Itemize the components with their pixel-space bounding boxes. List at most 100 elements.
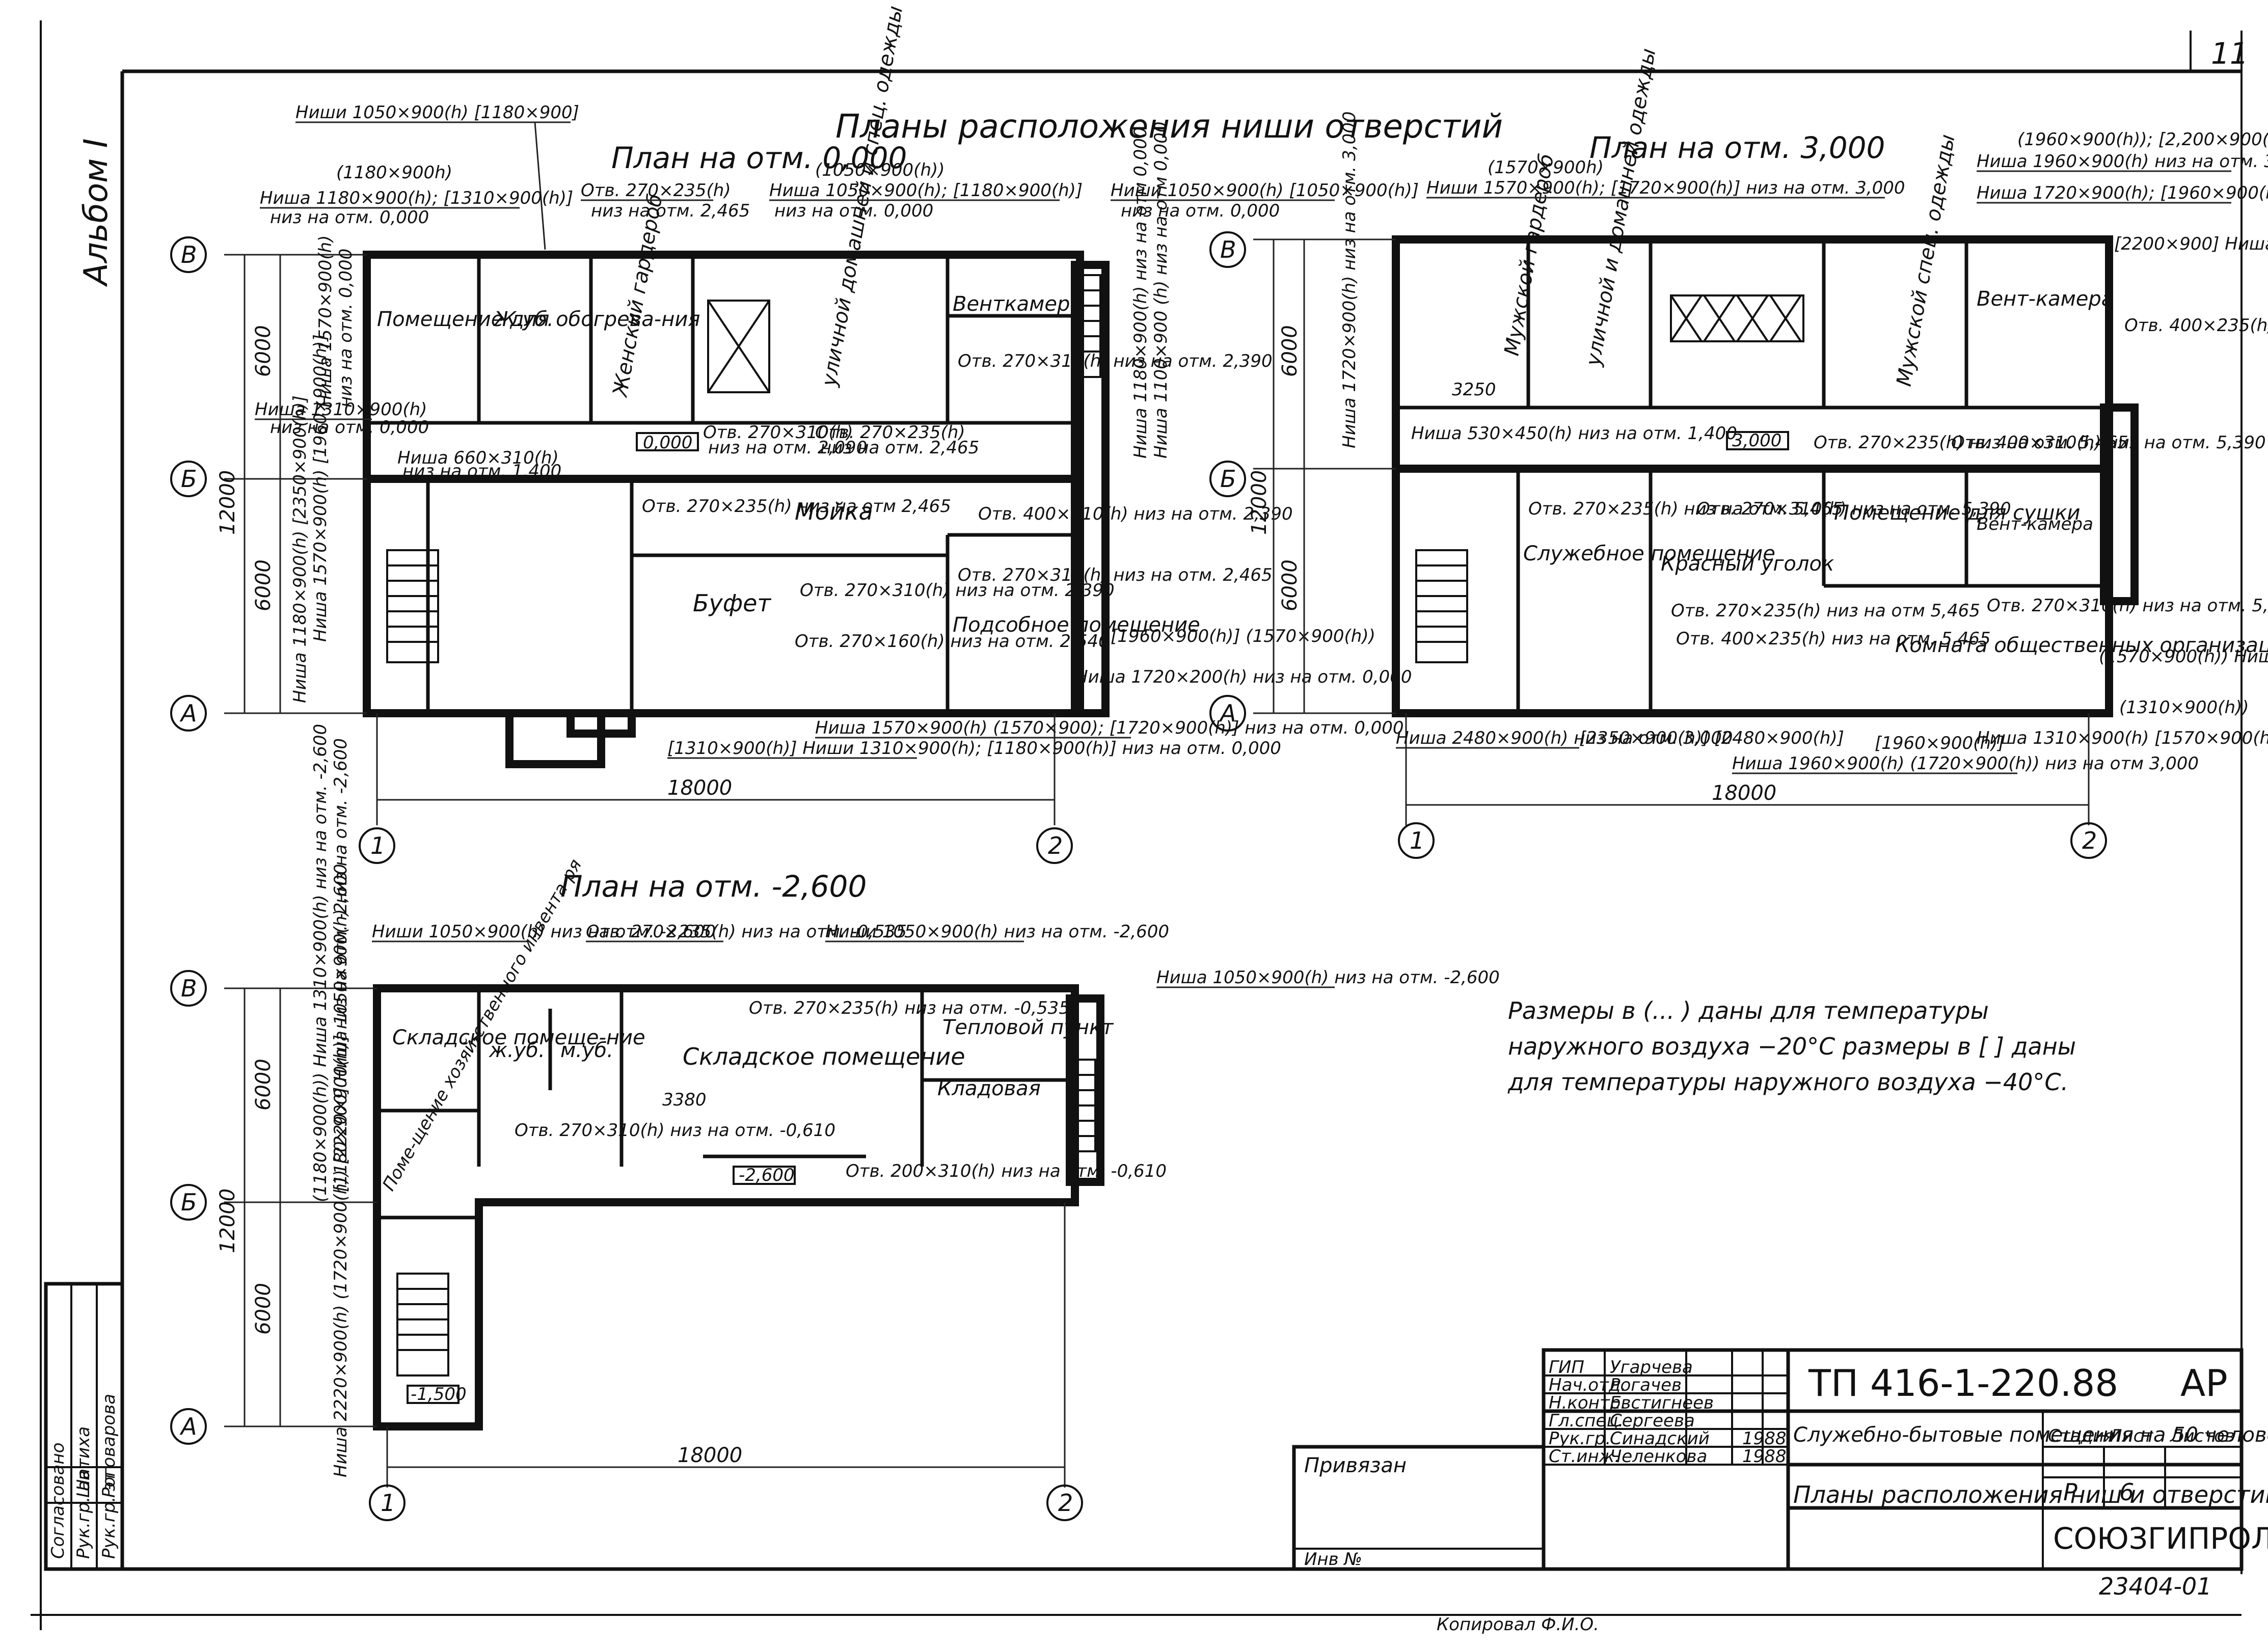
- stamp-date-0: 1988: [1742, 1428, 1787, 1449]
- room-wc2: м.уб.: [560, 1039, 613, 1062]
- stamp-role-1: Нач.отд.: [1549, 1375, 1626, 1395]
- svg-text:Отв. 270×235(h) низ на отм. -0: Отв. 270×235(h) низ на отм. -0,535: [586, 922, 907, 942]
- svg-text:низ на отм. 0,000: низ на отм. 0,000: [270, 207, 429, 228]
- plan-3-outline: [1392, 235, 2113, 717]
- temperature-note-2: наружного воздуха −20°С размеры в [ ] да…: [1508, 1033, 2076, 1060]
- plan-0-dim-total: 18000: [667, 776, 732, 800]
- sheet-number: 11: [2211, 36, 2249, 71]
- svg-text:низ на отм. 1,400: низ на отм. 1,400: [402, 461, 561, 481]
- svg-text:низ на отм. 2,465: низ на отм. 2,465: [820, 438, 979, 458]
- svg-text:Отв. 400×235(h) низ на отм. 5,: Отв. 400×235(h) низ на отм. 5,465: [2124, 315, 2268, 336]
- plan-0-axis-2: 2: [1048, 832, 1063, 859]
- plan-0-stair-bump: [1071, 261, 1110, 717]
- svg-text:Отв. 270×235(h) низ на отм 2,4: Отв. 270×235(h) низ на отм 2,465: [642, 496, 951, 517]
- svg-text:Ниша 1570×900(h) [1960×900(h)]: Ниша 1570×900(h) [1960×900(h)]: [310, 334, 331, 642]
- plan-m26-axis-2: 2: [1058, 1489, 1073, 1517]
- room-wc: Ж.уб.: [493, 308, 554, 331]
- room-teplovoy: Тепловой пункт: [942, 1016, 1114, 1039]
- svg-text:низ на отм. 2,090: низ на отм. 2,090: [708, 438, 867, 458]
- plan-m26-axis-a: А: [179, 1413, 197, 1440]
- copied-by: Копировал Ф.И.О.: [1437, 1614, 1599, 1635]
- plan-m26-stair-left: [396, 1273, 449, 1376]
- room-wgarderob: Женский гардероб: [608, 192, 667, 399]
- svg-text:[2200×900] Ниша 1960×900 низ н: [2200×900] Ниша 1960×900 низ на отм. 3,0…: [2114, 234, 2268, 254]
- svg-text:Ниша 1050×900(h); [1180×900(h): Ниша 1050×900(h); [1180×900(h)]: [769, 180, 1083, 201]
- sheet-title: Планы расположения ниш и отверстий.: [1793, 1481, 2268, 1508]
- room-ulichnoy-3: уличной и домашней одежды: [1581, 47, 1660, 368]
- col-stage: Стадия: [2048, 1426, 2114, 1446]
- stamp-role-5: Ст.инж.: [1549, 1446, 1620, 1467]
- plan-3-dim-h2: 6000: [1278, 559, 1302, 611]
- plan-3-stair-bump: [2100, 403, 2139, 605]
- svg-text:Отв. 270×235(h) низ на отм. -0: Отв. 270×235(h) низ на отм. -0,535: [749, 998, 1070, 1018]
- plan-0-dim-h2: 6000: [252, 559, 275, 611]
- svg-text:Ниша 2480×900(h) низ на отм. 3: Ниша 2480×900(h) низ на отм. 3,000: [1396, 728, 1733, 748]
- svg-text:Отв. 270×310(h) низ на отм. 2,: Отв. 270×310(h) низ на отм. 2,465: [958, 565, 1273, 585]
- svg-text:Ниша 1570×900(h): Ниша 1570×900(h): [315, 235, 336, 408]
- svg-text:низ на отм. 0,000: низ на отм. 0,000: [1121, 201, 1280, 221]
- svg-text:Ниша 1720×900(h); [1960×900(h): Ниша 1720×900(h); [1960×900(h)] низ на о…: [1977, 183, 2268, 203]
- stamp-name-2: Евстигнеев: [1610, 1393, 1714, 1413]
- svg-text:Отв. 400×310(h) низ на отм. 2,: Отв. 400×310(h) низ на отм. 2,390: [978, 504, 1293, 524]
- title-block: [1292, 1348, 2244, 1571]
- plan-m26-mark: -2,600: [739, 1165, 795, 1185]
- room-ventkamera-3: Вент-камера: [1977, 287, 2114, 311]
- room-skladskoe2: Складское помещение: [683, 1043, 965, 1070]
- plan-3-lockers: [1670, 294, 1804, 342]
- room-ventkamera-3b: Вент-камера: [1977, 514, 2093, 534]
- svg-text:(1570×900(h)) Ниша 1570×900(h): (1570×900(h)) Ниша 1570×900(h) [1720×900…: [2099, 646, 2268, 667]
- album-label: Альбом I: [77, 138, 115, 287]
- plan-0-axis-1: 1: [370, 832, 385, 859]
- room-wc1: ж.уб.: [489, 1039, 545, 1062]
- plan-3-axis-v: В: [1220, 236, 1236, 263]
- plan-m26-mark2: -1,500: [411, 1384, 467, 1405]
- svg-text:Ниша 1310×900(h): Ниша 1310×900(h): [255, 399, 427, 420]
- plan-3-niches: [1457, 236, 2048, 716]
- plan-3-dim-htot: 12000: [1248, 470, 1271, 535]
- svg-text:Ниша 1050×900(h) низ на отм. -: Ниша 1050×900(h) низ на отм. -2,600: [1156, 967, 1500, 988]
- plan-m26-stair-bump: [1066, 994, 1104, 1186]
- room-skladskoe1: Складское помеще-ние: [392, 1026, 645, 1049]
- svg-text:Ниши 1050×900(h) низ на отм. -: Ниши 1050×900(h) низ на отм. -2,600: [825, 922, 1169, 942]
- stamp-date-1: 1988: [1742, 1446, 1787, 1467]
- plan-3-dim-total: 18000: [1712, 781, 1776, 805]
- sheet-frame: [31, 20, 2243, 1630]
- svg-text:Отв. 270×310(h) низ на отм. 2,: Отв. 270×310(h) низ на отм. 2,390: [800, 580, 1115, 601]
- svg-text:Отв. 270×310(h) низ на отм. 2,: Отв. 270×310(h) низ на отм. 2,390: [958, 351, 1273, 371]
- stamp-role-4: Рук.гр.: [1549, 1428, 1611, 1449]
- plan-m26-niches: [509, 985, 825, 991]
- temperature-note-3: для температуры наружного воздуха −40°С.: [1507, 1068, 2068, 1096]
- svg-text:Отв. 270×310(h) низ на отм. 5,: Отв. 270×310(h) низ на отм. 5,390: [1696, 499, 2011, 519]
- inv-label: Инв №: [1304, 1549, 1362, 1570]
- plan-0-axis-v: В: [181, 241, 197, 268]
- stamp-role-0: ГИП: [1549, 1357, 1584, 1378]
- stamp-role-3: Гл.спец.: [1549, 1411, 1624, 1431]
- svg-text:Ниши 1050×900(h) [1180×900]: Ниши 1050×900(h) [1180×900]: [295, 102, 579, 123]
- svg-text:Отв. 270×160(h) низ на отм. 2,: Отв. 270×160(h) низ на отм. 2,540: [795, 631, 1110, 652]
- svg-text:Отв. 270×235(h): Отв. 270×235(h): [581, 180, 731, 201]
- plan-3-dim-h1: 6000: [1278, 325, 1302, 377]
- plan-m26-axis-b: Б: [181, 1189, 197, 1216]
- svg-text:Ниша 530×450(h) низ на отм. 1,: Ниша 530×450(h) низ на отм. 1,400: [1411, 423, 1737, 444]
- col-sheets: Листов: [2169, 1426, 2235, 1446]
- project-title: Служебно-бытовые помещения на 50 человек…: [1793, 1423, 2268, 1447]
- room-sluzhebnoe: Служебное помещение: [1523, 542, 1775, 565]
- svg-text:Ниша 1100×900 (h) низ на отм 0: Ниша 1100×900 (h) низ на отм 0,000: [1151, 121, 1171, 458]
- svg-text:[1960×900(h)]: [1960×900(h)]: [1875, 733, 2005, 753]
- svg-text:Отв. 400×235(h) низ на отм. 5,: Отв. 400×235(h) низ на отм. 5,465: [1676, 629, 1991, 649]
- room-komnata: Комната общественных организаций: [1895, 634, 2268, 657]
- plan-3-title: План на отм. 3,000: [1589, 130, 1885, 165]
- svg-text:Отв. 270×235(h) низ на отм 5,4: Отв. 270×235(h) низ на отм 5,465: [1671, 601, 1980, 621]
- plan-3-axis-1: 1: [1410, 827, 1424, 854]
- plan-3-mark: 3,000: [1732, 430, 1781, 451]
- section-code: АР: [2180, 1362, 2228, 1405]
- privyazan-label: Привязан: [1304, 1454, 1407, 1477]
- svg-text:(1960×900(h)); [2,200×900(h)]: (1960×900(h)); [2,200×900(h)]: [2017, 129, 2268, 150]
- plan-3-axis-2: 2: [2082, 827, 2097, 854]
- plan-0-axis-b: Б: [181, 465, 197, 493]
- plan-0-dim-htot: 12000: [216, 470, 239, 535]
- room-mspec: Мужской спец. одежды: [1893, 132, 1960, 388]
- svg-text:(1180×900(h)) Ниша 1310×900(h): (1180×900(h)) Ниша 1310×900(h) низ на от…: [310, 724, 331, 1202]
- plan-3-callouts: (1570×900h) Ниши 1570×900(h); [1720×900(…: [1339, 111, 2268, 774]
